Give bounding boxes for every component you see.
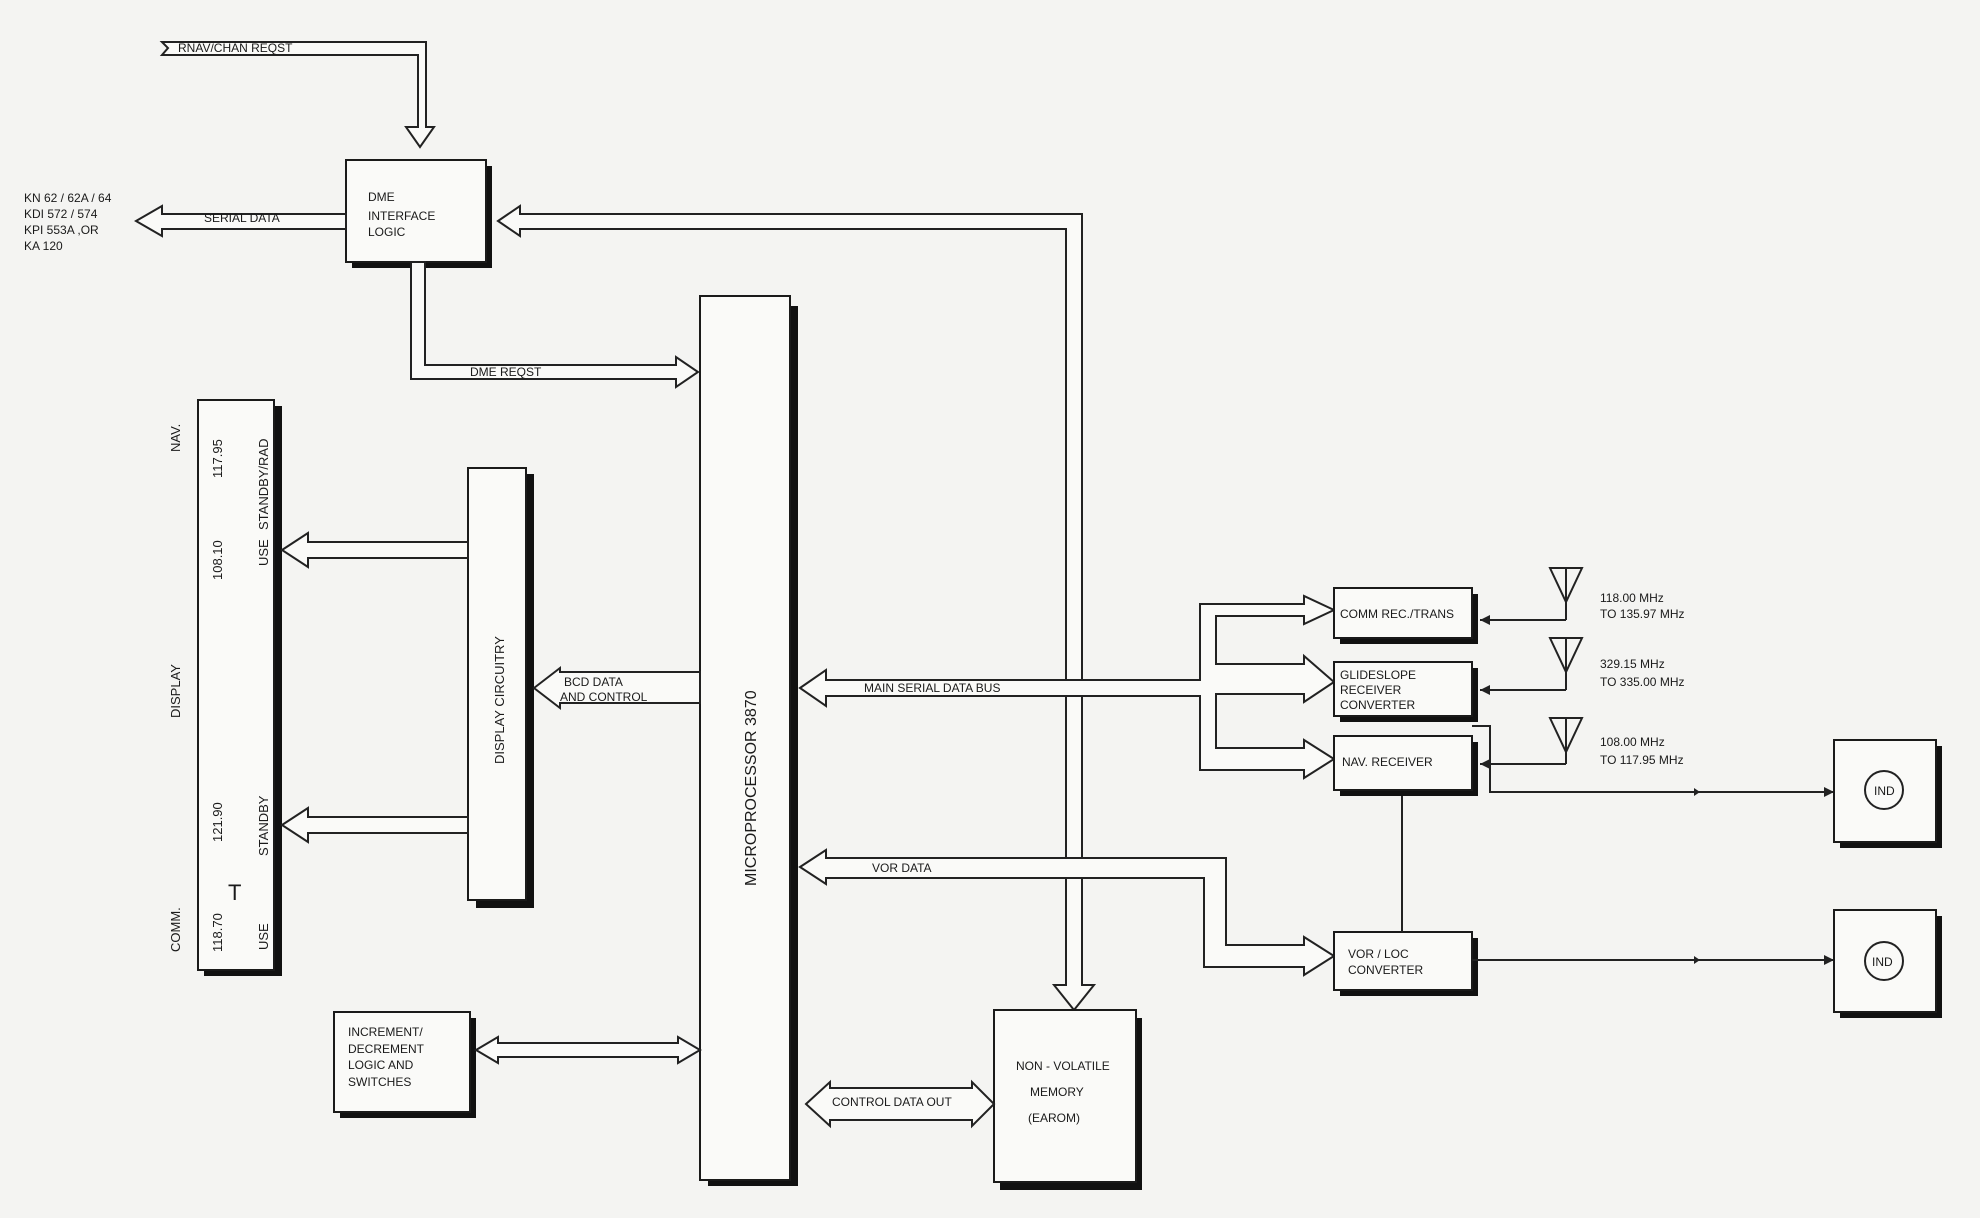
- glideslope-line3: CONVERTER: [1340, 698, 1415, 712]
- comm-rec-label: COMM REC./TRANS: [1340, 607, 1454, 621]
- glideslope-line2: RECEIVER: [1340, 683, 1402, 697]
- rnav-chan-reqst-label: RNAV/CHAN REQST: [178, 41, 293, 55]
- nav-use-label: USE: [256, 539, 271, 566]
- control-data-out-label: CONTROL DATA OUT: [832, 1095, 952, 1109]
- dme-reqst-arrow: [410, 261, 700, 389]
- serial-data-label: SERIAL DATA: [204, 211, 280, 225]
- indicator-2: IND: [1833, 909, 1942, 1018]
- comm-side-label: COMM.: [168, 907, 183, 952]
- memory-line3: (EAROM): [1028, 1111, 1080, 1125]
- display-use-arrow: [280, 531, 469, 569]
- vor-data-label: VOR DATA: [872, 861, 932, 875]
- bcd-line2: AND CONTROL: [560, 690, 648, 704]
- microprocessor-label: MICROPROCESSOR 3870: [743, 690, 760, 886]
- nav-use-freq: 108.10: [210, 540, 225, 580]
- dme-interface-logic-block: DME INTERFACE LOGIC: [345, 159, 492, 268]
- comm-rec-trans-block: COMM REC./TRANS: [1333, 587, 1478, 644]
- dme-reqst-label: DME REQST: [470, 365, 542, 379]
- memory-line1: NON - VOLATILE: [1016, 1059, 1110, 1073]
- freq-gs-2: TO 335.00 MHz: [1600, 675, 1684, 689]
- freq-gs-1: 329.15 MHz: [1600, 657, 1665, 671]
- bcd-line1: BCD DATA: [564, 675, 623, 689]
- vor-loc-block: VOR / LOC CONVERTER: [1333, 931, 1478, 996]
- indicator-1: IND: [1833, 739, 1942, 848]
- comm-standby-label: STANDBY: [256, 795, 271, 856]
- dme-line2: INTERFACE: [368, 209, 435, 223]
- bcd-data-arrow: [532, 665, 701, 711]
- external-dme-1: KN 62 / 62A / 64: [24, 191, 112, 205]
- display-circuitry-block: DISPLAY CIRCUITRY: [467, 467, 534, 908]
- control-data-out-arrow: [804, 1079, 996, 1129]
- display-panel: 108.10 117.95 USE STANDBY/RAD 118.70 121…: [197, 399, 282, 976]
- freq-nav-2: TO 117.95 MHz: [1600, 753, 1684, 767]
- display-side-label: DISPLAY: [168, 664, 183, 718]
- ind-1-label: IND: [1874, 784, 1895, 798]
- incr-line2: DECREMENT: [348, 1042, 425, 1056]
- freq-nav-1: 108.00 MHz: [1600, 735, 1665, 749]
- nav-receiver-block: NAV. RECEIVER: [1333, 735, 1478, 796]
- rnav-chan-reqst-arrow: [159, 41, 436, 149]
- nav-receiver-label: NAV. RECEIVER: [1342, 755, 1433, 769]
- vor-loc-line2: CONVERTER: [1348, 963, 1423, 977]
- comm-use-freq: 118.70: [210, 913, 225, 952]
- memory-block: NON - VOLATILE MEMORY (EAROM): [993, 1009, 1142, 1190]
- glideslope-block: GLIDESLOPE RECEIVER CONVERTER: [1333, 661, 1478, 722]
- incr-line4: SWITCHES: [348, 1075, 411, 1089]
- incr-line3: LOGIC AND: [348, 1058, 414, 1072]
- increment-bus-arrow: [474, 1035, 702, 1065]
- display-circuitry-label: DISPLAY CIRCUITRY: [492, 636, 507, 764]
- vor-loc-line1: VOR / LOC: [1348, 947, 1409, 961]
- ind-2-label: IND: [1872, 955, 1893, 969]
- dme-line1: DME: [368, 190, 395, 204]
- memory-line2: MEMORY: [1030, 1085, 1084, 1099]
- glideslope-antenna-icon: [1480, 637, 1584, 695]
- external-dme-4: KA 120: [24, 239, 63, 253]
- t-symbol: T: [228, 880, 241, 905]
- main-serial-bus-label: MAIN SERIAL DATA BUS: [864, 681, 1000, 695]
- external-dme-3: KPI 553A ,OR: [24, 223, 99, 237]
- comm-antenna-icon: [1480, 567, 1584, 625]
- nav-standby-freq: 117.95: [210, 439, 225, 478]
- nav-standby-label: STANDBY/RAD: [256, 439, 271, 531]
- nav-antenna-icon: [1480, 717, 1584, 769]
- freq-comm-2: TO 135.97 MHz: [1600, 607, 1684, 621]
- incr-line1: INCREMENT/: [348, 1025, 423, 1039]
- microprocessor-block: MICROPROCESSOR 3870: [699, 295, 798, 1186]
- display-standby-arrow: [280, 806, 469, 844]
- glideslope-line1: GLIDESLOPE: [1340, 668, 1416, 682]
- serial-data-arrow: [133, 204, 347, 238]
- comm-use-label: USE: [256, 923, 271, 950]
- ind1-feed-wire: [1472, 725, 1834, 797]
- freq-comm-1: 118.00 MHz: [1600, 591, 1664, 605]
- dme-line3: LOGIC: [368, 225, 406, 239]
- nav-side-label: NAV.: [168, 424, 183, 452]
- ind2-feed-wire: [1472, 955, 1834, 965]
- increment-decrement-block: INCREMENT/ DECREMENT LOGIC AND SWITCHES: [333, 1011, 476, 1118]
- comm-standby-freq: 121.90: [210, 802, 225, 842]
- external-dme-2: KDI 572 / 574: [24, 207, 98, 221]
